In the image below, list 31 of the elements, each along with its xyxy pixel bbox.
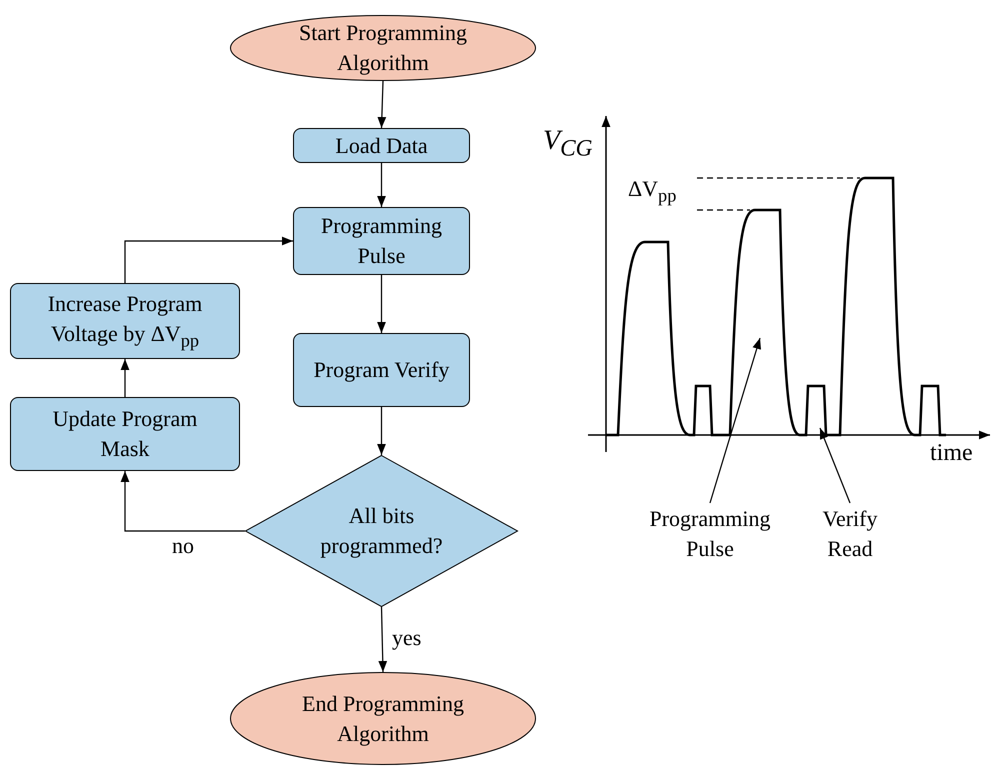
arrow <box>124 236 293 283</box>
axis-label: time <box>930 440 973 467</box>
arrow <box>377 407 386 455</box>
process-box <box>293 333 470 407</box>
node-text: Program Verify <box>314 356 450 384</box>
process-box <box>10 283 240 359</box>
terminator-ellipse <box>230 15 536 81</box>
node-text: Update Program Mask <box>52 405 198 463</box>
node-text: End Programming Algorithm <box>301 690 465 748</box>
arrow <box>377 275 386 333</box>
node-text: Start Programming Algorithm <box>298 19 468 77</box>
process-box <box>293 128 470 163</box>
arrow <box>120 359 130 397</box>
arrow <box>377 80 386 128</box>
node-text: Programming Pulse <box>320 212 443 270</box>
process-box <box>10 397 240 471</box>
node-text: Programming Pulse <box>648 505 772 563</box>
arrow <box>378 606 388 672</box>
arrow <box>377 163 386 207</box>
annotation-label: ΔV$_{pp}$ <box>628 176 676 206</box>
decision-diamond <box>245 455 518 607</box>
terminator-ellipse <box>230 672 536 765</box>
axis-label: V$_{CG}$ <box>543 125 593 163</box>
leader-line <box>819 428 851 504</box>
leader-line <box>709 338 762 504</box>
node-text: Verify Read <box>822 505 878 563</box>
process-box <box>293 207 470 275</box>
node-text: Increase Program Voltage by ΔV$_{pp}$ <box>46 290 204 352</box>
node-text: Load Data <box>335 132 428 160</box>
node-text: All bits programmed? <box>320 502 443 560</box>
arrow <box>120 471 245 532</box>
